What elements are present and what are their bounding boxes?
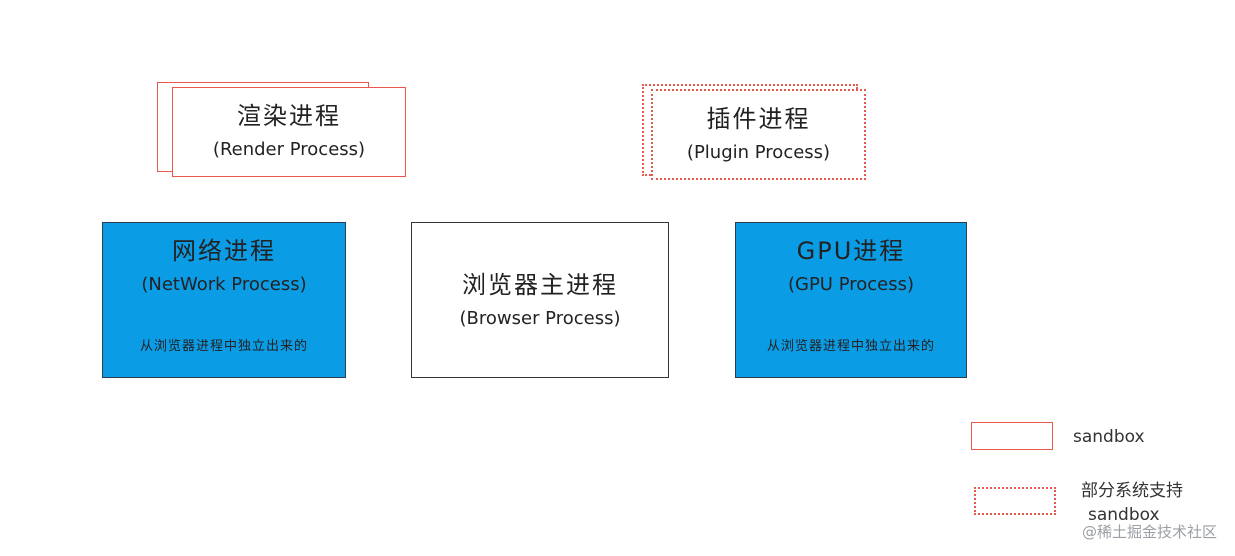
browser-process-title: 浏览器主进程 <box>462 270 618 299</box>
render-process-subtitle: (Render Process) <box>212 138 366 160</box>
legend-sandbox-label: sandbox <box>1073 427 1145 447</box>
gpu-process-subtitle: (GPU Process) <box>787 273 915 295</box>
network-process-subtitle: (NetWork Process) <box>141 273 307 295</box>
gpu-process-note: 从浏览器进程中独立出来的 <box>766 339 935 354</box>
legend-partial-label-line2: sandbox <box>1088 505 1160 525</box>
plugin-process-title: 插件进程 <box>706 105 811 133</box>
legend-sandbox-swatch <box>971 422 1053 450</box>
browser-process-box: 浏览器主进程 (Browser Process) <box>411 222 669 378</box>
gpu-process-box: GPU进程 (GPU Process) 从浏览器进程中独立出来的 <box>735 222 967 378</box>
network-process-note: 从浏览器进程中独立出来的 <box>139 339 308 354</box>
plugin-process-box: 插件进程 (Plugin Process) <box>651 89 866 180</box>
legend-partial-swatch <box>974 487 1056 515</box>
network-process-box: 网络进程 (NetWork Process) 从浏览器进程中独立出来的 <box>102 222 346 378</box>
plugin-process-subtitle: (Plugin Process) <box>686 141 831 163</box>
browser-process-subtitle: (Browser Process) <box>459 307 621 329</box>
watermark: @稀土掘金技术社区 <box>1081 523 1217 541</box>
gpu-process-title: GPU进程 <box>796 237 906 265</box>
render-process-title: 渲染进程 <box>237 102 341 130</box>
legend-partial-label-line1: 部分系统支持 <box>1081 481 1183 501</box>
render-process-box: 渲染进程 (Render Process) <box>172 87 406 177</box>
network-process-title: 网络进程 <box>172 237 276 265</box>
